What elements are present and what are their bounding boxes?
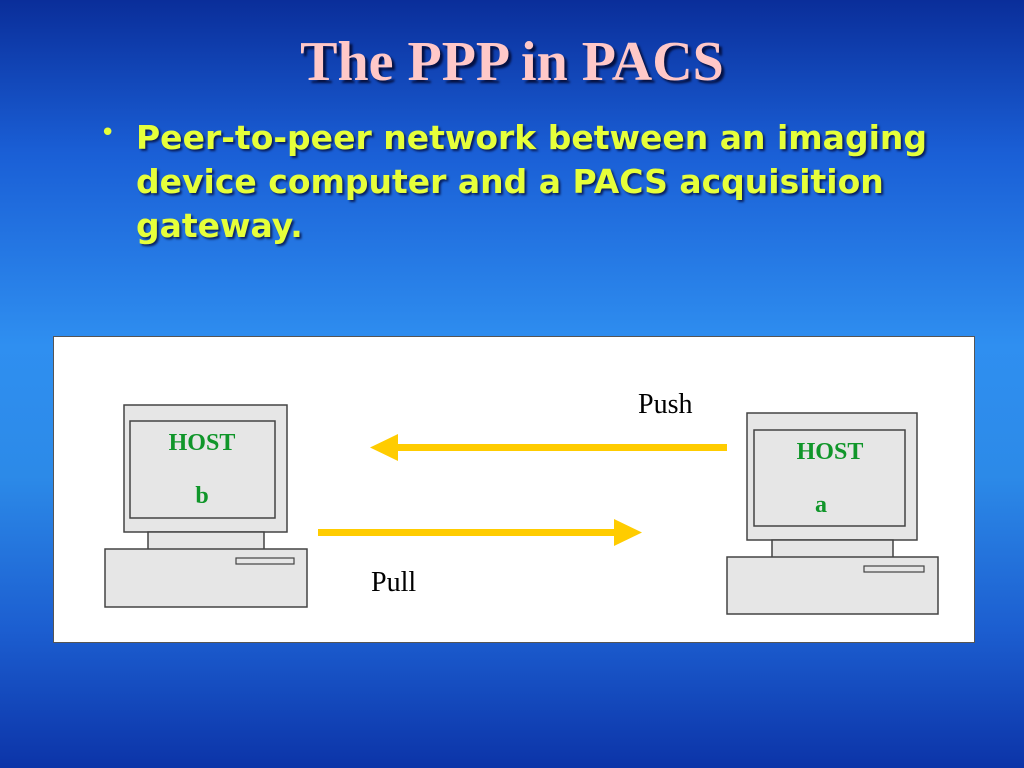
host-b-computer-icon	[104, 404, 308, 608]
pull-arrow-icon	[318, 519, 642, 546]
host-a-label-line2: a	[815, 492, 827, 518]
host-b-label-line1: HOST	[168, 430, 236, 456]
diagram-graphics	[104, 404, 939, 615]
host-a-computer-icon	[726, 412, 939, 615]
push-label: Push	[638, 389, 693, 420]
network-diagram: HOST b HOST a Push Pull	[53, 336, 975, 643]
host-a-label-line1: HOST	[796, 439, 864, 465]
slide-title: The PPP in PACS	[300, 31, 724, 93]
bullet-item: Peer-to-peer network between an imaging …	[136, 118, 928, 245]
push-arrow-icon	[370, 434, 727, 461]
bullet-dot-icon: •	[100, 118, 116, 148]
host-b-label-line2: b	[195, 483, 209, 509]
pull-label: Pull	[371, 567, 417, 598]
